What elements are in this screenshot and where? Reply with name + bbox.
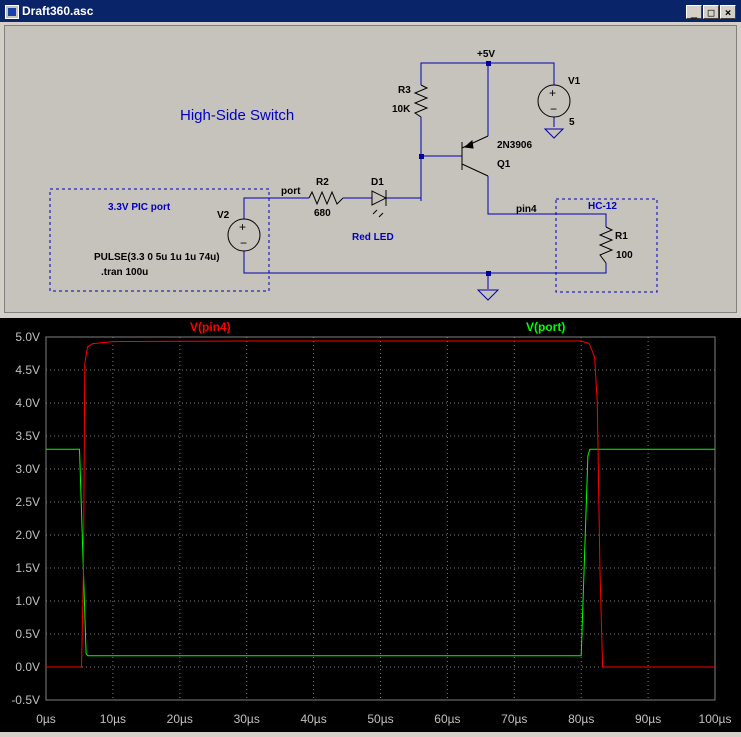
pin4-net-label: pin4 <box>516 204 537 215</box>
legend-v-pin4[interactable]: V(pin4) <box>190 320 231 334</box>
window-title-bar[interactable]: Draft360.asc _ □ × <box>0 0 741 22</box>
r1-name: R1 <box>615 231 628 242</box>
x-tick-label: 0µs <box>36 712 56 726</box>
schematic-canvas[interactable]: High-Side Switch 3.3V PIC port HC-12 <box>5 26 738 314</box>
v2-source[interactable]: + − <box>227 218 261 252</box>
svg-text:+: + <box>549 86 556 100</box>
r3-value: 10K <box>392 104 411 115</box>
x-axis: 0µs 10µs 20µs 30µs 40µs 50µs 60µs 70µs 80µs 90µs 1… <box>36 712 731 726</box>
hc12-box[interactable] <box>555 198 658 293</box>
y-tick-label: 5.0V <box>15 330 40 344</box>
schematic-pane[interactable]: High-Side Switch 3.3V PIC port HC-12 <box>4 25 737 313</box>
y-tick-label: 0.0V <box>15 660 40 674</box>
x-tick-label: 80µs <box>568 712 594 726</box>
r1-resistor[interactable] <box>598 226 614 264</box>
hc12-label: HC-12 <box>588 201 617 212</box>
y-tick-label: 2.5V <box>15 495 40 509</box>
svg-text:+: + <box>239 220 246 234</box>
ground-icon <box>476 128 565 301</box>
svg-text:−: − <box>240 236 247 250</box>
tran-directive: .tran 100u <box>101 267 148 278</box>
minimize-button[interactable]: _ <box>686 5 702 19</box>
y-axis: 5.0V 4.5V 4.0V 3.5V 3.0V 2.5V 2.0V 1.5V 1.0V 0.5V… <box>11 330 40 707</box>
r1-value: 100 <box>616 250 633 261</box>
x-tick-label: 50µs <box>367 712 393 726</box>
v2-name: V2 <box>217 210 230 221</box>
d1-value: Red LED <box>352 232 394 243</box>
y-tick-label: 4.0V <box>15 396 40 410</box>
waveform-pane[interactable]: 5.0V 4.5V 4.0V 3.5V 3.0V 2.5V 2.0V 1.5V 1.0V 0.5V… <box>0 318 741 732</box>
v1-value: 5 <box>569 117 575 128</box>
close-button[interactable]: × <box>720 5 736 19</box>
x-tick-label: 100µs <box>699 712 732 726</box>
x-tick-label: 30µs <box>234 712 260 726</box>
y-tick-label: 2.0V <box>15 528 40 542</box>
y-tick-label: 1.0V <box>15 594 40 608</box>
r2-name: R2 <box>316 177 329 188</box>
y-tick-label: 1.5V <box>15 561 40 575</box>
x-tick-label: 10µs <box>100 712 126 726</box>
r3-resistor[interactable] <box>413 84 429 118</box>
v1-name: V1 <box>568 76 581 87</box>
v1-source[interactable]: + − <box>537 84 571 118</box>
junctions <box>419 61 491 276</box>
y-tick-label: -0.5V <box>11 693 40 707</box>
traces <box>46 340 715 668</box>
svg-text:−: − <box>550 102 557 116</box>
x-tick-label: 60µs <box>434 712 460 726</box>
r2-resistor[interactable] <box>308 190 344 206</box>
port-net-label: port <box>281 186 301 197</box>
vcc-net-label: +5V <box>477 49 495 60</box>
y-tick-label: 0.5V <box>15 627 40 641</box>
trace-v-port-[interactable] <box>46 448 715 657</box>
d1-name: D1 <box>371 177 384 188</box>
window-title: Draft360.asc <box>22 4 94 18</box>
r3-name: R3 <box>398 85 411 96</box>
plot-frame <box>45 336 716 701</box>
q1-value: 2N3906 <box>497 140 532 151</box>
app-icon[interactable] <box>5 5 19 19</box>
pic-port-box[interactable] <box>49 188 270 292</box>
plot-grid <box>45 336 716 701</box>
pulse-directive: PULSE(3.3 0 5u 1u 1u 74u) <box>94 252 220 263</box>
r2-value: 680 <box>314 208 331 219</box>
q1-name: Q1 <box>497 159 511 170</box>
maximize-button[interactable]: □ <box>703 5 719 19</box>
d1-led[interactable] <box>371 190 388 218</box>
trace-v-pin4-[interactable] <box>46 340 715 668</box>
y-tick-label: 3.0V <box>15 462 40 476</box>
x-tick-label: 40µs <box>300 712 326 726</box>
x-tick-label: 70µs <box>501 712 527 726</box>
pic-port-label: 3.3V PIC port <box>108 202 171 213</box>
waveform-chart[interactable]: 5.0V 4.5V 4.0V 3.5V 3.0V 2.5V 2.0V 1.5V 1.0V 0.5V… <box>0 318 741 732</box>
schematic-title: High-Side Switch <box>180 107 294 124</box>
q1-transistor[interactable] <box>461 135 489 177</box>
y-tick-label: 3.5V <box>15 429 40 443</box>
x-tick-label: 90µs <box>635 712 661 726</box>
x-tick-label: 20µs <box>167 712 193 726</box>
legend-v-port[interactable]: V(port) <box>526 320 565 334</box>
y-tick-label: 4.5V <box>15 363 40 377</box>
